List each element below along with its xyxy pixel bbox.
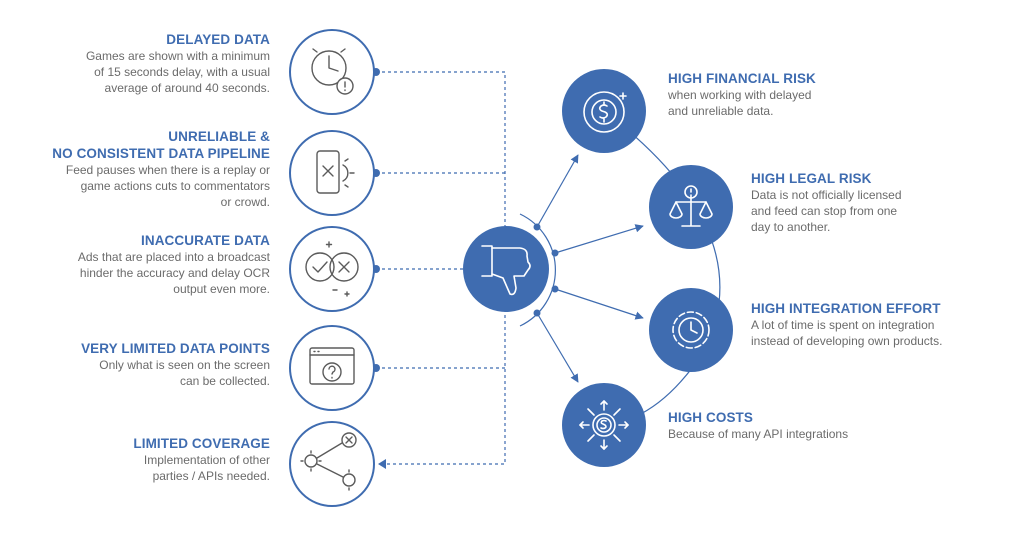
problem-desc-line: of 15 seconds delay, with a usual [94,65,270,79]
thumbs-down-icon [463,226,549,312]
consequence-desc-line: Because of many API integrations [668,427,849,441]
network-nodes-icon [289,421,375,507]
problem-desc-line: Only what is seen on the screen [99,358,270,372]
consequence-high-costs: HIGH COSTS Because of many API integrati… [668,409,968,442]
clock-alert-icon [289,29,375,115]
problem-delayed-data: DELAYED DATA Games are shown with a mini… [8,31,270,96]
problem-desc-line: game actions cuts to commentators [80,179,270,193]
consequence-arc [603,110,721,426]
browser-question-icon [289,325,375,411]
consequence-desc-line: Data is not officially licensed [751,188,902,202]
center-ring [519,213,556,327]
dollar-arrows-icon [562,383,646,467]
problem-title: VERY LIMITED DATA POINTS [81,341,270,356]
consequence-desc-line: instead of developing own products. [751,334,943,348]
center-arrows [533,154,644,383]
scales-icon [649,165,733,249]
problem-title: DELAYED DATA [166,32,270,47]
consequence-title: HIGH INTEGRATION EFFORT [751,301,941,316]
consequence-desc-line: and unreliable data. [668,104,774,118]
problem-desc-line: or crowd. [220,195,270,209]
consequence-title: HIGH LEGAL RISK [751,171,872,186]
consequence-financial-risk: HIGH FINANCIAL RISK when working with de… [668,70,968,119]
problem-desc-line: output even more. [173,282,270,296]
problem-unreliable-pipeline: UNRELIABLE & NO CONSISTENT DATA PIPELINE… [8,128,270,210]
consequence-desc-line: when working with delayed [668,88,812,102]
problem-limited-data-points: VERY LIMITED DATA POINTS Only what is se… [8,340,270,389]
consequence-desc-line: A lot of time is spent on integration [751,318,935,332]
problem-title: LIMITED COVERAGE [133,436,270,451]
problem-desc-line: can be collected. [179,374,270,388]
consequence-title: HIGH FINANCIAL RISK [668,71,816,86]
problem-title: UNRELIABLE & [168,129,270,144]
dollar-risk-icon [562,69,646,153]
consequence-desc-line: and feed can stop from one [751,204,898,218]
consequence-desc-line: day to another. [751,220,831,234]
problem-desc-line: hinder the accuracy and delay OCR [79,266,270,280]
problem-desc-line: parties / APIs needed. [152,469,270,483]
problem-inaccurate-data: INACCURATE DATA Ads that are placed into… [8,232,270,297]
broken-phone-icon [289,130,375,216]
gear-clock-icon [649,288,733,372]
consequence-integration-effort: HIGH INTEGRATION EFFORT A lot of time is… [751,300,1016,349]
problem-title: INACCURATE DATA [141,233,270,248]
problem-desc-line: Implementation of other [143,453,270,467]
problem-limited-coverage: LIMITED COVERAGE Implementation of other… [8,435,270,484]
consequence-legal-risk: HIGH LEGAL RISK Data is not officially l… [751,170,1011,235]
problem-desc-line: Ads that are placed into a broadcast [77,250,270,264]
check-cross-icon [289,226,375,312]
problem-desc-line: Feed pauses when there is a replay or [65,163,270,177]
consequence-title: HIGH COSTS [668,410,754,425]
problem-desc-line: Games are shown with a minimum [85,49,270,63]
problem-desc-line: average of around 40 seconds. [104,81,270,95]
problem-title: NO CONSISTENT DATA PIPELINE [52,146,270,161]
